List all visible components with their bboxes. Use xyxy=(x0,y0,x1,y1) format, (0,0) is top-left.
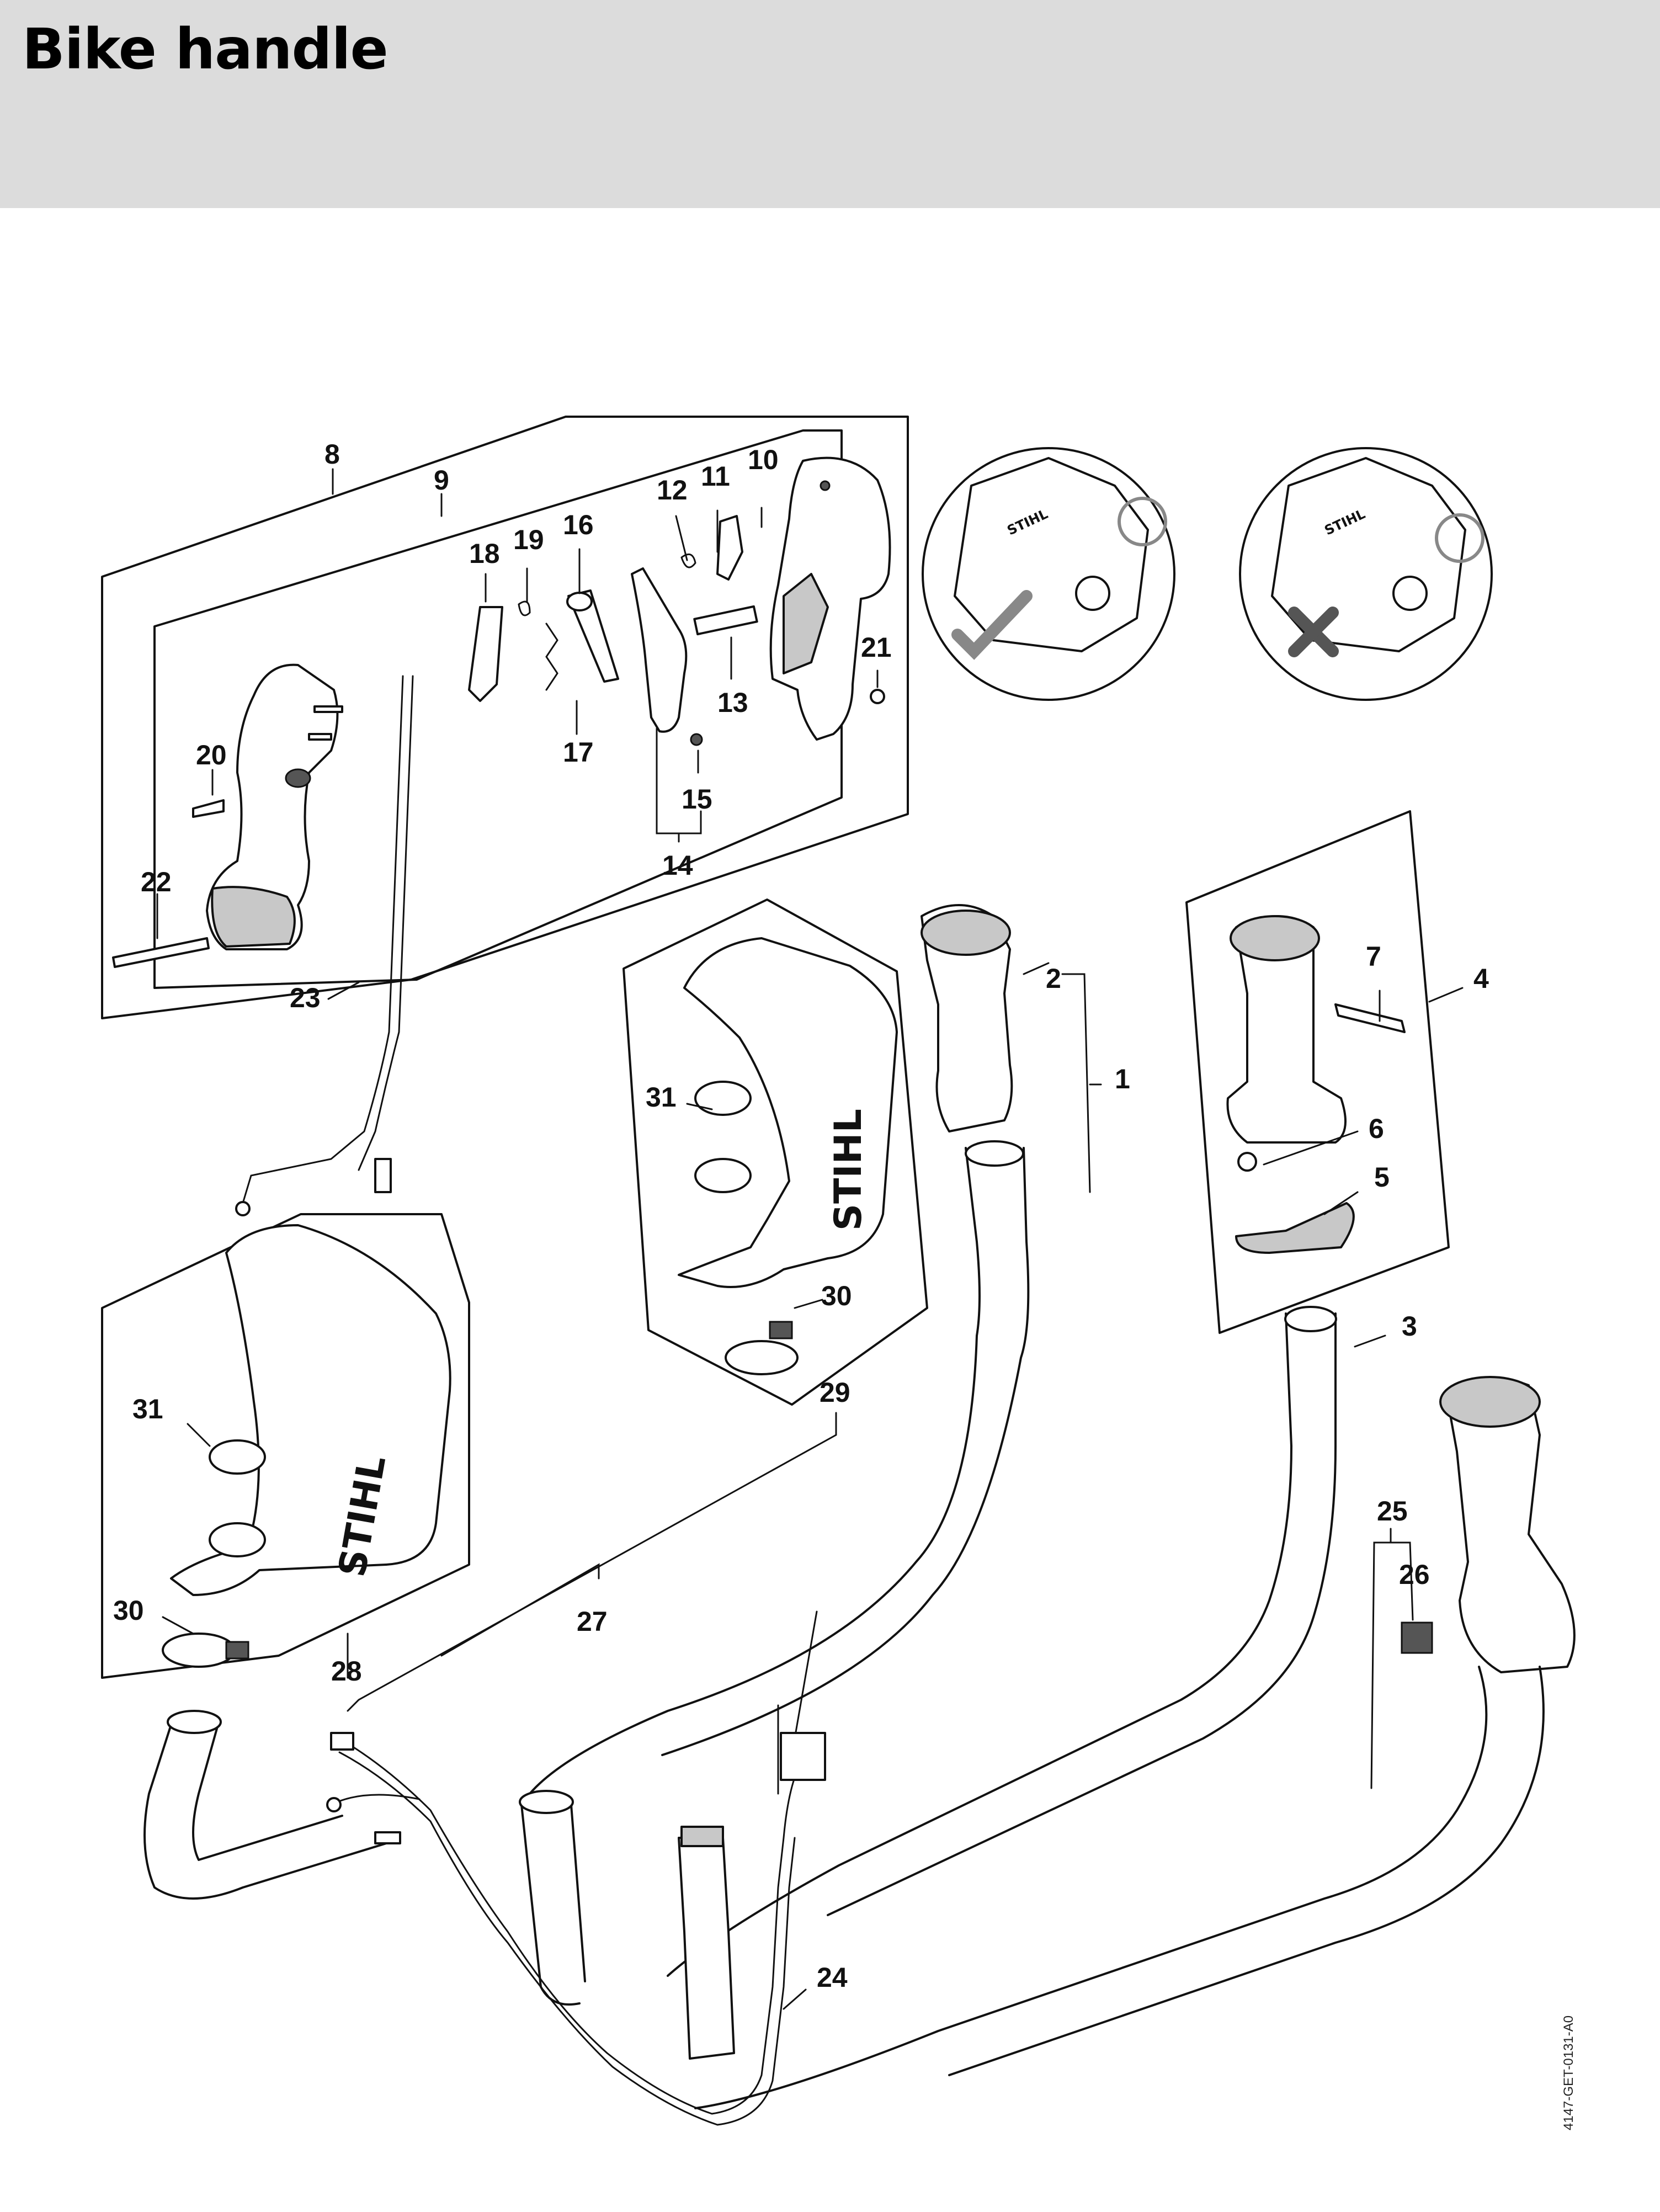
callout-16: 16 xyxy=(563,509,594,540)
callout-20: 20 xyxy=(196,740,227,770)
callout-31-lower: 31 xyxy=(132,1394,163,1424)
document-code: 4147-GET-0131-A0 xyxy=(1561,2016,1576,2130)
callout-31-upper: 31 xyxy=(646,1082,677,1113)
frame-control-handle-inner xyxy=(153,429,843,989)
callout-21: 21 xyxy=(861,632,892,663)
frame-control-handle-assembly xyxy=(101,416,909,1019)
callout-11: 11 xyxy=(701,461,730,492)
title-band xyxy=(0,0,1660,208)
throttle-trigger xyxy=(631,567,688,733)
cable-harness xyxy=(235,675,414,1216)
detail-view-correct: STIHL xyxy=(922,447,1175,701)
callout-5: 5 xyxy=(1374,1162,1390,1193)
control-cover-right xyxy=(769,456,891,741)
cross-mark-icon xyxy=(1288,607,1339,657)
handlebar-tubes xyxy=(143,1140,1545,2109)
callout-29: 29 xyxy=(820,1377,850,1408)
callout-3: 3 xyxy=(1402,1311,1417,1342)
callout-22: 22 xyxy=(141,866,172,897)
callout-18: 18 xyxy=(469,538,500,569)
callout-25: 25 xyxy=(1377,1496,1408,1527)
callout-30-upper: 30 xyxy=(821,1280,852,1311)
check-mark-icon xyxy=(951,590,1033,660)
callout-19: 19 xyxy=(513,524,544,555)
callout-labels: 1 2 3 4 5 6 7 8 9 10 11 12 13 14 15 16 1… xyxy=(113,439,1489,1993)
wiring-conduit xyxy=(326,1610,826,2126)
frame-shield-upper xyxy=(622,898,928,1406)
callout-2: 2 xyxy=(1046,963,1061,994)
callout-28: 28 xyxy=(331,1656,362,1687)
detail-view-incorrect: STIHL xyxy=(1239,447,1493,701)
callout-15: 15 xyxy=(682,784,712,815)
page-title: Bike handle xyxy=(22,17,389,82)
frame-grip-assembly xyxy=(1185,810,1450,1334)
callout-9: 9 xyxy=(434,465,449,496)
callout-30-lower: 30 xyxy=(113,1595,144,1626)
callout-10: 10 xyxy=(748,444,779,475)
callout-13: 13 xyxy=(717,687,748,718)
callout-8: 8 xyxy=(324,439,340,470)
leader-lines xyxy=(156,468,1464,2010)
callout-1: 1 xyxy=(1115,1064,1130,1094)
small-parts-control xyxy=(112,515,885,968)
grip-right xyxy=(1226,915,1406,1254)
callout-26: 26 xyxy=(1399,1559,1430,1590)
grip-upper xyxy=(921,904,1013,1132)
callout-17: 17 xyxy=(563,737,594,768)
callout-7: 7 xyxy=(1366,941,1381,972)
callout-14: 14 xyxy=(662,850,693,881)
grip-handlebar-end xyxy=(1401,1376,1576,1673)
frame-shield-lower xyxy=(101,1213,470,1679)
callout-27: 27 xyxy=(577,1606,608,1637)
callout-23: 23 xyxy=(290,982,321,1013)
callout-12: 12 xyxy=(657,475,688,506)
shield-logo-upper: STIHL xyxy=(827,1109,870,1231)
callout-4: 4 xyxy=(1473,963,1489,994)
hand-guard-lower: STIHL xyxy=(162,1224,451,1668)
hand-guard-upper: STIHL xyxy=(678,937,898,1375)
callout-6: 6 xyxy=(1369,1113,1384,1144)
callout-24: 24 xyxy=(817,1962,848,1993)
control-handle-housing xyxy=(206,663,343,950)
